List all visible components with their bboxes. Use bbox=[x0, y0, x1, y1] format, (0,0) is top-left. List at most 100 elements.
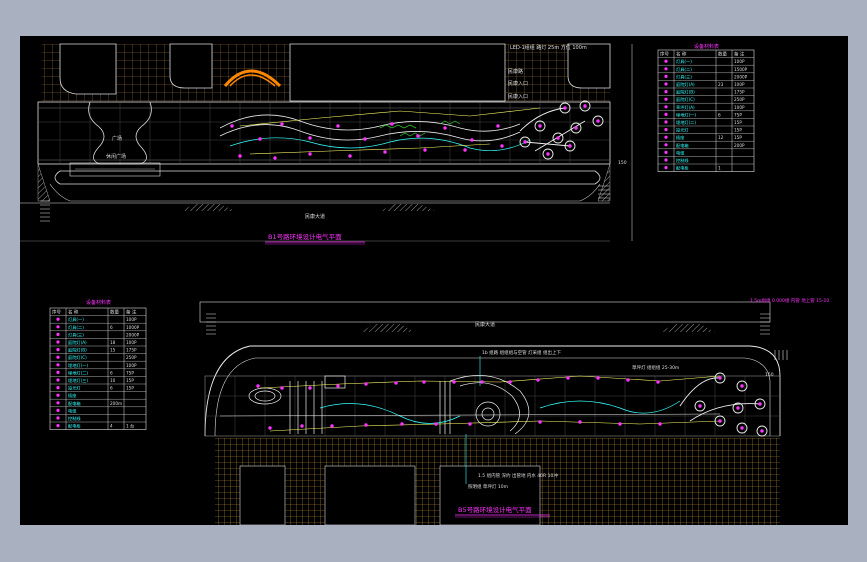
legend-cell: 灯具(三) bbox=[68, 331, 84, 338]
legend-cell: 200m bbox=[110, 401, 122, 406]
light-fixture-icon bbox=[443, 126, 447, 130]
light-fixture-icon bbox=[538, 124, 542, 128]
bottom-note-1: 1b 组路 组组组与空管 灯采组 组出上下 bbox=[482, 349, 561, 356]
legend-cell: 100P bbox=[734, 82, 745, 87]
light-fixture-icon bbox=[563, 106, 567, 110]
legend-symbol-icon bbox=[664, 135, 668, 139]
light-fixture-icon bbox=[422, 380, 426, 384]
legend-cell: 埋地灯(一) bbox=[68, 362, 88, 369]
light-fixture-icon bbox=[330, 424, 334, 428]
bottom-light-symbols bbox=[256, 376, 764, 433]
legend-header-cell: 名 称 bbox=[676, 51, 687, 58]
light-fixture-icon bbox=[308, 386, 312, 390]
legend-cell: 控制线 bbox=[68, 415, 81, 422]
legend-header-cell: 序号 bbox=[660, 51, 669, 58]
legend-symbol-icon bbox=[56, 393, 60, 397]
light-fixture-icon bbox=[718, 419, 722, 423]
legend-cell: 投光灯 bbox=[676, 127, 689, 134]
label-building-1: 民康路 bbox=[508, 68, 523, 75]
light-fixture-icon bbox=[238, 154, 242, 158]
legend-symbol-icon bbox=[56, 363, 60, 367]
legend-symbol-icon bbox=[56, 325, 60, 329]
legend-cell: 庭院灯(A) bbox=[68, 339, 87, 346]
legend-symbol-icon bbox=[664, 143, 668, 147]
legend-cell: 175P bbox=[734, 90, 745, 95]
legend-symbol-icon bbox=[56, 317, 60, 321]
light-fixture-icon bbox=[258, 137, 262, 141]
light-fixture-icon bbox=[496, 124, 500, 128]
legend-cell: 插座 bbox=[676, 134, 684, 141]
legend-symbol-icon bbox=[664, 82, 668, 86]
light-fixture-icon bbox=[470, 138, 474, 142]
legend-header-cell: 数量 bbox=[718, 51, 727, 58]
top-pod-cluster bbox=[519, 100, 604, 160]
legend-symbol-icon bbox=[56, 378, 60, 382]
cad-drawing-canvas: LED-1组组 路灯 25m 方位 100m 民康路 民康入口 民康入口 广场 … bbox=[20, 36, 848, 526]
light-fixture-icon bbox=[566, 376, 570, 380]
light-fixture-icon bbox=[718, 376, 722, 380]
legend-symbol-icon bbox=[664, 59, 668, 63]
light-fixture-icon bbox=[500, 144, 504, 148]
legend-cell: 灯具(三) bbox=[676, 73, 692, 80]
light-fixture-icon bbox=[656, 380, 660, 384]
light-fixture-icon bbox=[658, 422, 662, 426]
top-light-symbols bbox=[230, 104, 600, 160]
legend-symbol-icon bbox=[56, 370, 60, 374]
legend-header-cell: 备 注 bbox=[734, 51, 745, 58]
legend-cell: 灯具(一) bbox=[68, 316, 84, 323]
light-fixture-icon bbox=[556, 136, 560, 140]
light-fixture-icon bbox=[452, 380, 456, 384]
light-fixture-icon bbox=[760, 429, 764, 433]
legend-cell: 15P bbox=[734, 120, 742, 125]
light-fixture-icon bbox=[230, 124, 234, 128]
light-fixture-icon bbox=[596, 119, 600, 123]
label-lawn: 休闲广场 bbox=[106, 153, 126, 160]
light-fixture-icon bbox=[280, 122, 284, 126]
light-fixture-icon bbox=[736, 406, 740, 410]
legend-cell: 1 bbox=[718, 166, 721, 171]
bottom-road-label: 民康大道 bbox=[475, 321, 495, 328]
bottom-dim: 150 bbox=[765, 372, 774, 378]
bottom-note-4: 照明组 草坪灯 10m bbox=[468, 483, 508, 490]
light-fixture-icon bbox=[583, 104, 587, 108]
bottom-legend-title: 设备材料表 bbox=[86, 299, 111, 306]
legend-symbol-icon bbox=[664, 74, 668, 78]
legend-cell: 庭院灯(C) bbox=[676, 96, 695, 103]
legend-symbol-icon bbox=[56, 401, 60, 405]
bottom-right-note: 1.5m组组 0.000组 内管 地上管 15-10 bbox=[750, 297, 829, 304]
legend-cell: 250P bbox=[126, 355, 137, 360]
legend-cell: 2000P bbox=[734, 74, 748, 79]
legend-cell: 埋地灯(一) bbox=[676, 111, 696, 118]
legend-cell: 4 bbox=[110, 424, 113, 429]
legend-symbol-icon bbox=[664, 150, 668, 154]
legend-cell: 100P bbox=[126, 363, 137, 368]
top-road-label: 民康大道 bbox=[305, 213, 325, 220]
legend-symbol-icon bbox=[56, 424, 60, 428]
top-legend-table: 设备材料表 序号名 称数量备 注灯具(一)100P灯具(二)1500P灯具(三)… bbox=[657, 43, 755, 172]
bottom-note-3: 1.5 组内管 深约 出管地 内水 40R 10冲 bbox=[478, 472, 558, 479]
legend-cell: 100P bbox=[126, 340, 137, 345]
legend-cell: 23 bbox=[718, 82, 724, 87]
legend-header-cell: 数量 bbox=[110, 309, 119, 316]
legend-cell: 庭院灯(A) bbox=[676, 81, 695, 88]
legend-symbol-icon bbox=[664, 128, 668, 132]
legend-header-cell: 序号 bbox=[52, 309, 61, 316]
light-fixture-icon bbox=[434, 422, 438, 426]
light-fixture-icon bbox=[256, 384, 260, 388]
legend-cell: 15P bbox=[734, 135, 742, 140]
legend-cell: 250P bbox=[734, 97, 745, 102]
light-fixture-icon bbox=[336, 384, 340, 388]
legend-cell: 配电箱 bbox=[676, 142, 689, 149]
light-fixture-icon bbox=[394, 381, 398, 385]
legend-cell: 18 bbox=[110, 340, 116, 345]
top-dim: 150 bbox=[618, 160, 627, 166]
legend-symbol-icon bbox=[664, 158, 668, 162]
top-plan: LED-1组组 路灯 25m 方位 100m 民康路 民康入口 民康入口 广场 … bbox=[20, 43, 633, 245]
label-building-2: 民康入口 bbox=[508, 80, 528, 87]
legend-cell: 1 台 bbox=[126, 423, 134, 430]
legend-cell: 配电柜 bbox=[68, 423, 81, 430]
light-fixture-icon bbox=[423, 148, 427, 152]
electrical-plan-svg: LED-1组组 路灯 25m 方位 100m 民康路 民康入口 民康入口 广场 … bbox=[20, 43, 829, 526]
light-fixture-icon bbox=[578, 420, 582, 424]
